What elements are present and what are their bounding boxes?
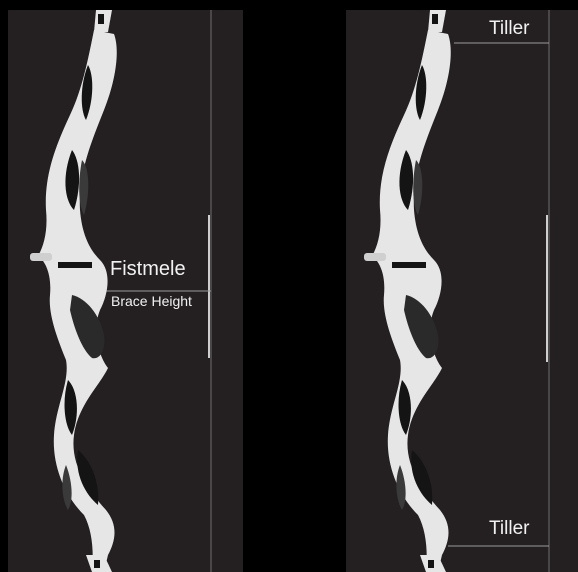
fistmele-label: Fistmele [110, 258, 186, 281]
tiller-top-label: Tiller [489, 18, 529, 40]
tiller-panel: Tiller Tiller [346, 10, 578, 572]
tiller-bottom-label: Tiller [489, 518, 529, 540]
riser-illustration-left [8, 10, 243, 572]
brace-height-label: Brace Height [111, 293, 192, 309]
brace-height-panel: Fistmele Brace Height [8, 10, 243, 572]
riser-illustration-right [346, 10, 578, 572]
